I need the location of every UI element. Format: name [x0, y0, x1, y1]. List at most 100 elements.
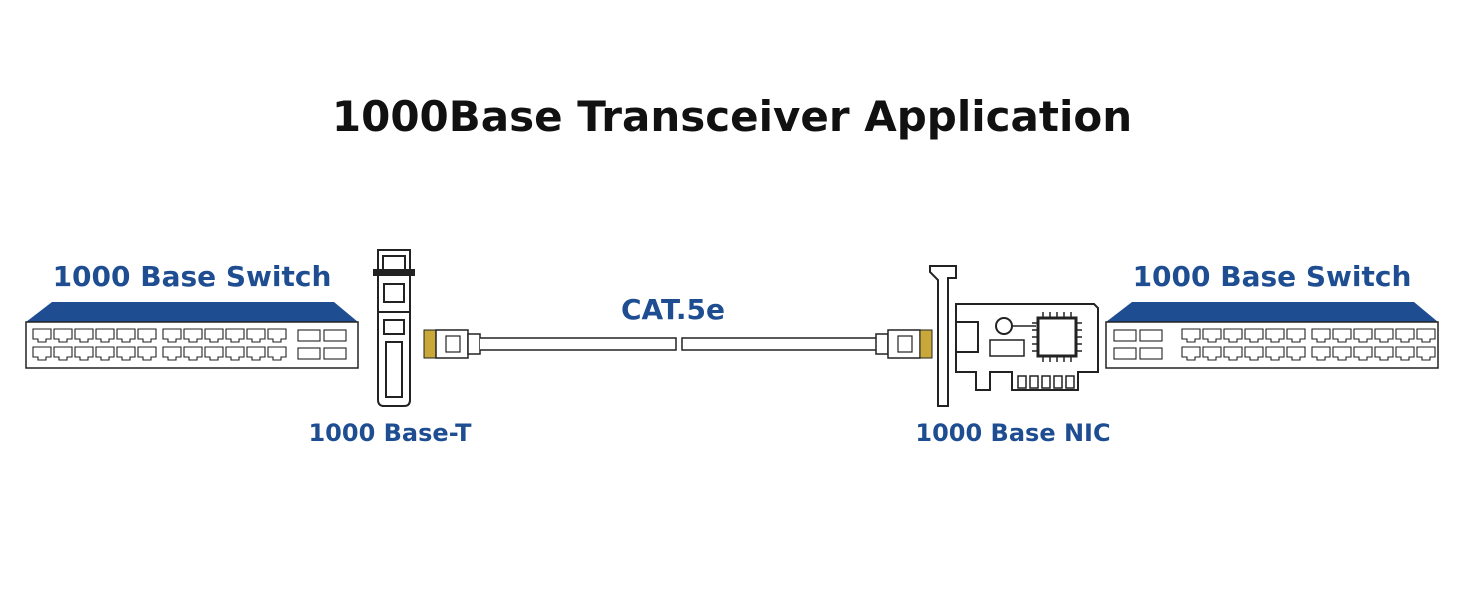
switch-port: [53, 328, 73, 343]
switch-port: [1265, 328, 1285, 343]
right-switch-top: [1106, 302, 1438, 322]
switch-port: [1223, 328, 1243, 343]
switch-port: [267, 328, 287, 343]
switch-port: [225, 328, 245, 343]
switch-port: [116, 346, 136, 361]
nic-card-icon: [929, 265, 1099, 407]
switch-port: [1353, 328, 1373, 343]
gold-finger: [1053, 375, 1063, 389]
gold-finger: [1065, 375, 1075, 389]
transceiver-label: 1000 Base-T: [308, 419, 472, 447]
switch-port: [1416, 328, 1436, 343]
sfp-port: [1113, 329, 1137, 342]
switch-port: [246, 328, 266, 343]
switch-port: [225, 346, 245, 361]
sfp-port: [323, 329, 347, 342]
diagram-title: 1000Base Transceiver Application: [331, 92, 1133, 141]
switch-port: [1181, 328, 1201, 343]
switch-port: [1332, 346, 1352, 361]
cable-right-segment: [681, 337, 880, 351]
left-plug-pins: [423, 329, 437, 359]
sfp-transceiver-icon: [373, 249, 415, 407]
gold-finger: [1017, 375, 1027, 389]
nic-gold-fingers: [1017, 375, 1075, 389]
switch-port: [1202, 346, 1222, 361]
switch-port: [116, 328, 136, 343]
switch-port: [183, 346, 203, 361]
left-switch-ports: [32, 328, 347, 361]
right-rj45-plug: [875, 329, 933, 359]
sfp-port: [1113, 347, 1137, 360]
right-plug-clip: [897, 335, 913, 353]
sfp-port: [297, 329, 321, 342]
switch-port: [137, 346, 157, 361]
right-switch-label: 1000 Base Switch: [1132, 260, 1412, 293]
right-plug-body: [887, 329, 921, 359]
switch-port: [1311, 346, 1331, 361]
switch-port: [162, 346, 182, 361]
switch-port: [95, 346, 115, 361]
left-switch-label: 1000 Base Switch: [52, 260, 332, 293]
switch-port: [267, 346, 287, 361]
switch-port: [1244, 346, 1264, 361]
left-plug-body: [435, 329, 469, 359]
nic-port: [955, 321, 979, 353]
cable-label: CAT.5e: [620, 293, 725, 326]
switch-port: [1374, 328, 1394, 343]
left-plug-clip: [445, 335, 461, 353]
sfp-port: [323, 347, 347, 360]
sfp-port: [297, 347, 321, 360]
switch-port: [32, 328, 52, 343]
switch-port: [1332, 328, 1352, 343]
switch-port: [1223, 346, 1243, 361]
switch-port: [162, 328, 182, 343]
switch-port: [1311, 328, 1331, 343]
right-switch-ports: [1113, 328, 1436, 361]
left-switch-icon: [25, 302, 359, 369]
sfp-port: [1139, 347, 1163, 360]
switch-port: [1244, 328, 1264, 343]
left-rj45-plug: [423, 329, 481, 359]
switch-port: [53, 346, 73, 361]
switch-port: [1265, 346, 1285, 361]
left-switch-top: [26, 302, 358, 322]
switch-port: [1395, 328, 1415, 343]
right-switch-icon: [1105, 302, 1439, 369]
switch-port: [32, 346, 52, 361]
switch-port: [204, 346, 224, 361]
switch-port: [1202, 328, 1222, 343]
switch-port: [1286, 346, 1306, 361]
gold-finger: [1041, 375, 1051, 389]
left-plug-boot: [467, 333, 481, 355]
switch-port: [246, 346, 266, 361]
switch-port: [95, 328, 115, 343]
nic-component: [989, 339, 1025, 357]
switch-port: [183, 328, 203, 343]
nic-chip-pins: [1032, 312, 1082, 362]
switch-port: [137, 328, 157, 343]
switch-port: [74, 346, 94, 361]
gold-finger: [1029, 375, 1039, 389]
sfp-body: [377, 274, 411, 407]
sfp-port: [1139, 329, 1163, 342]
sfp-front: [385, 341, 403, 398]
switch-port: [1181, 346, 1201, 361]
nic-board: [955, 303, 1099, 391]
right-plug-boot: [875, 333, 889, 355]
sfp-label-area: [383, 319, 405, 335]
switch-port: [1374, 346, 1394, 361]
switch-port: [74, 328, 94, 343]
switch-port: [1395, 346, 1415, 361]
switch-port: [1286, 328, 1306, 343]
cat5e-cable-icon: [423, 329, 933, 359]
sfp-window: [383, 283, 405, 303]
switch-port: [1416, 346, 1436, 361]
switch-port: [1353, 346, 1373, 361]
cable-left-segment: [480, 337, 677, 351]
nic-label: 1000 Base NIC: [915, 419, 1111, 447]
switch-port: [204, 328, 224, 343]
right-plug-pins: [919, 329, 933, 359]
sfp-latch: [377, 249, 411, 270]
nic-bracket: [929, 265, 957, 407]
